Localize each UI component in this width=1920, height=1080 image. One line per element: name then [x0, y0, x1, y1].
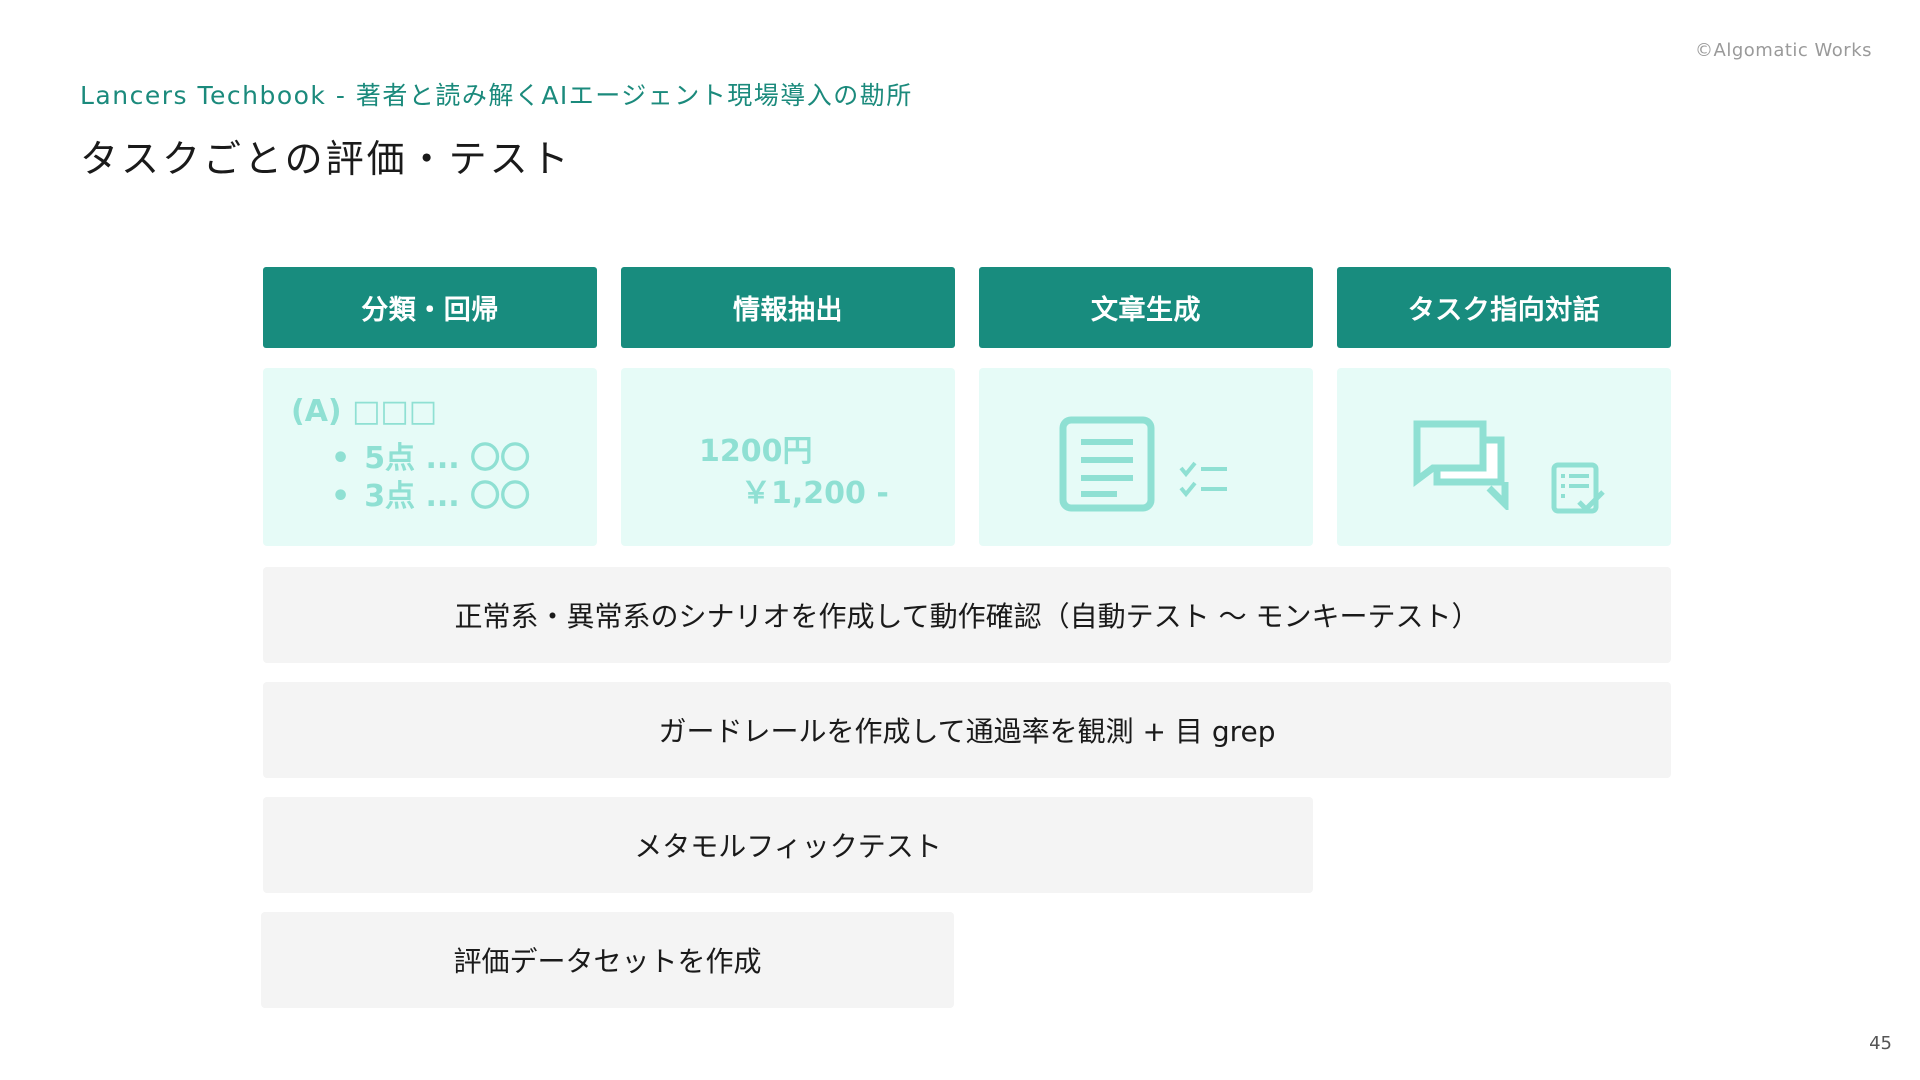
extraction-example-card: 1200円 ￥1,200 -: [621, 368, 955, 546]
deck-subtitle: Lancers Techbook - 著者と読み解くAIエージェント現場導入の勘…: [80, 81, 913, 110]
page-number: 45: [1869, 1033, 1892, 1054]
classification-example-card: (A) □□□ 5点 ... 〇〇 3点 ... 〇〇: [263, 368, 597, 546]
column-header-classification: 分類・回帰: [263, 267, 597, 348]
scenario-test-row: 正常系・異常系のシナリオを作成して動作確認（自動テスト 〜 モンキーテスト）: [263, 567, 1671, 663]
copyright: ©Algomatic Works: [1695, 40, 1872, 61]
chat-bubbles-icon: [1413, 420, 1509, 510]
example-question: (A) □□□: [291, 394, 438, 429]
scenario-test-label: 正常系・異常系のシナリオを作成して動作確認（自動テスト 〜 モンキーテスト）: [454, 600, 1480, 633]
metamorphic-test-row: メタモルフィックテスト: [263, 797, 1313, 893]
extraction-output: ￥1,200 -: [741, 476, 889, 511]
checklist-icon: [1179, 461, 1227, 498]
generation-example-card: [979, 368, 1313, 546]
metamorphic-test-label: メタモルフィックテスト: [634, 830, 942, 863]
dialogue-example-card: [1337, 368, 1671, 546]
column-header-extraction: 情報抽出: [621, 267, 955, 348]
page-title: タスクごとの評価・テスト: [80, 137, 572, 181]
guardrail-label: ガードレールを作成して通過率を観測 + 目 grep: [658, 715, 1276, 748]
column-header-dialogue: タスク指向対話: [1337, 267, 1671, 348]
guardrail-row: ガードレールを作成して通過率を観測 + 目 grep: [263, 682, 1671, 778]
example-option: 3点 ... 〇〇: [331, 478, 530, 516]
column-header-generation: 文章生成: [979, 267, 1313, 348]
example-options: 5点 ... 〇〇 3点 ... 〇〇: [331, 440, 530, 516]
eval-dataset-label: 評価データセットを作成: [453, 945, 762, 978]
document-icon: [1059, 416, 1155, 512]
form-check-icon: [1551, 462, 1605, 514]
eval-dataset-row: 評価データセットを作成: [261, 912, 954, 1008]
example-option: 5点 ... 〇〇: [331, 440, 530, 478]
extraction-input: 1200円: [699, 434, 813, 469]
